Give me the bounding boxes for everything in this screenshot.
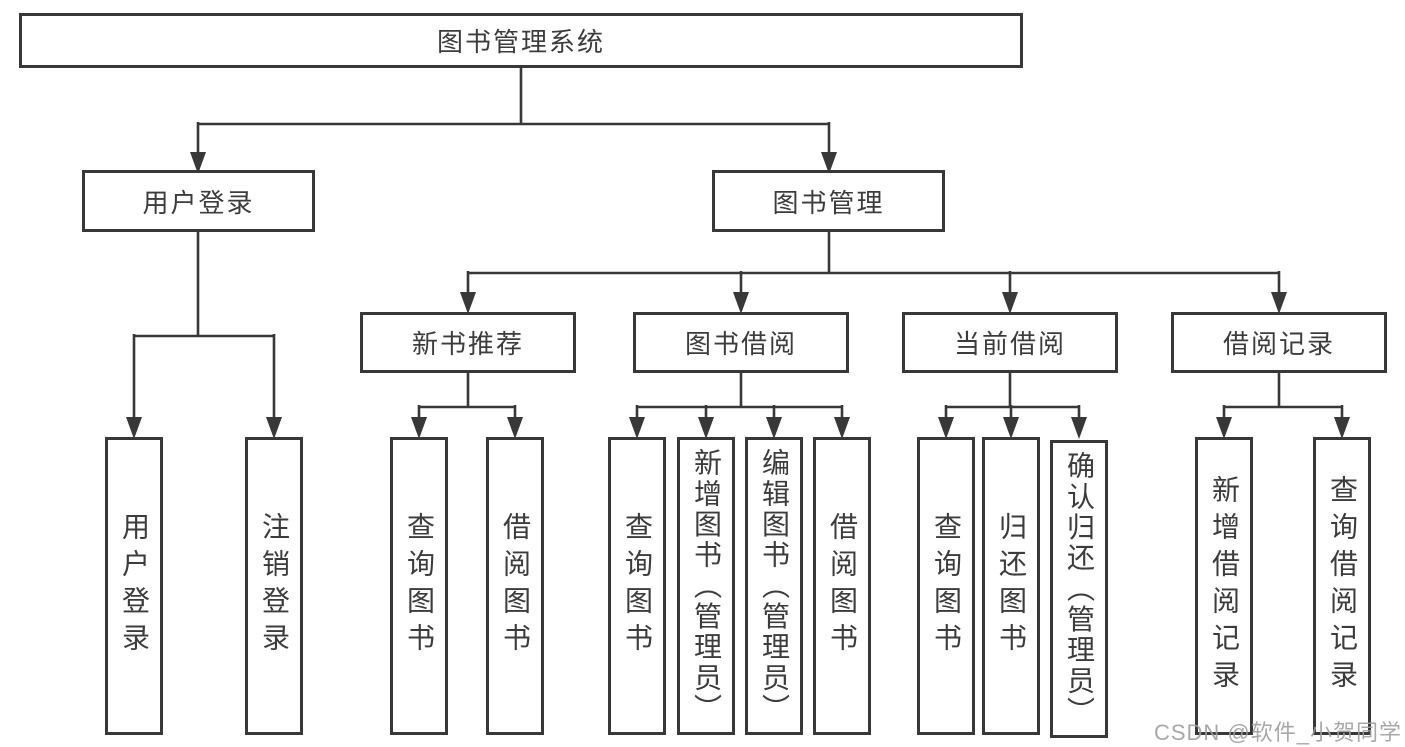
node-label: 查询借阅记录 <box>1327 475 1358 697</box>
node-label: 图书管理 <box>772 187 885 218</box>
leaf-add-book-admin: 新增图书（管理员） <box>677 437 735 735</box>
node-label: 图书借阅 <box>684 329 797 359</box>
node-label: 归还图书 <box>996 512 1027 660</box>
node-book-borrowing: 图书借阅 <box>633 312 849 373</box>
node-current-borrowing: 当前借阅 <box>902 312 1118 373</box>
node-library-management-system: 图书管理系统 <box>19 13 1023 68</box>
node-label: 新增借阅记录 <box>1209 475 1240 697</box>
node-label: 新书推荐 <box>411 329 524 359</box>
leaf-return-books: 归还图书 <box>982 437 1040 735</box>
node-label: 借阅记录 <box>1222 329 1335 359</box>
node-label: 用户登录 <box>119 512 150 660</box>
leaf-add-borrow-record: 新增借阅记录 <box>1195 437 1253 735</box>
leaf-user-login: 用户登录 <box>105 437 163 735</box>
node-label: 当前借阅 <box>953 329 1066 359</box>
node-new-book-recommend: 新书推荐 <box>360 312 576 373</box>
node-label: 编辑图书（管理员） <box>759 448 790 724</box>
node-user-login: 用户登录 <box>82 170 315 232</box>
leaf-query-books-current: 查询图书 <box>917 437 975 735</box>
leaf-query-books-borrowing: 查询图书 <box>608 437 666 735</box>
node-label: 查询图书 <box>931 512 962 660</box>
node-label: 借阅图书 <box>500 512 531 660</box>
leaf-logout-login: 注销登录 <box>245 437 303 735</box>
leaf-query-books-recommend: 查询图书 <box>390 437 448 735</box>
node-label: 图书管理系统 <box>436 27 605 57</box>
node-borrowing-records: 借阅记录 <box>1171 312 1387 373</box>
node-label: 新增图书（管理员） <box>691 448 722 724</box>
node-label: 用户登录 <box>142 187 255 218</box>
leaf-edit-book-admin: 编辑图书（管理员） <box>745 437 803 735</box>
node-label: 查询图书 <box>404 512 435 660</box>
leaf-borrow-books-recommend: 借阅图书 <box>486 437 544 735</box>
leaf-confirm-return-admin: 确认归还（管理员） <box>1050 440 1108 738</box>
csdn-watermark: CSDN @软件_小贺同学 <box>1153 720 1402 745</box>
node-book-management: 图书管理 <box>712 170 945 232</box>
leaf-borrow-books-borrowing: 借阅图书 <box>813 437 871 735</box>
node-label: 注销登录 <box>259 512 290 660</box>
node-label: 借阅图书 <box>827 512 858 660</box>
node-label: 确认归还（管理员） <box>1064 451 1095 727</box>
node-label: 查询图书 <box>622 512 653 660</box>
leaf-query-borrow-record: 查询借阅记录 <box>1313 437 1371 735</box>
